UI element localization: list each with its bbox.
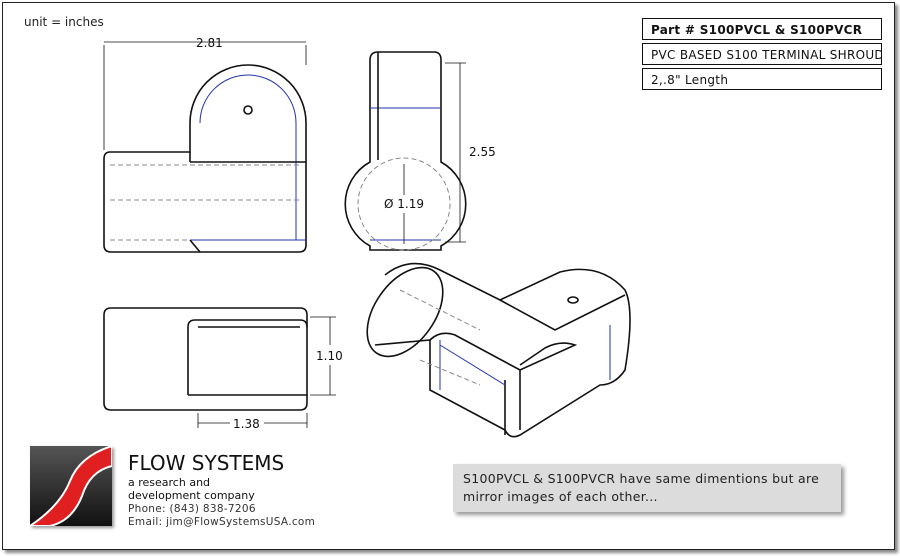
company-email: Email: jim@FlowSystemsUSA.com (128, 516, 316, 528)
mirror-note: S100PVCL & S100PVCR have same dimentions… (453, 464, 841, 512)
dim-height: 2.55 (469, 145, 496, 159)
part-description: PVC BASED S100 TERMINAL SHROUD (642, 43, 882, 65)
dim-depth: 1.10 (316, 349, 343, 363)
isometric-view (366, 262, 631, 438)
side-view (344, 51, 467, 251)
dim-offset: 1.38 (233, 417, 260, 431)
company-tagline-1: a research and (128, 476, 211, 489)
logo-swoosh-icon (30, 446, 112, 526)
part-length: 2,.8" Length (642, 68, 882, 90)
part-number: Part # S100PVCL & S100PVCR (642, 18, 882, 40)
company-tagline-2: development company (128, 489, 255, 502)
company-phone: Phone: (843) 838-7206 (128, 503, 256, 515)
dim-width: 2.81 (196, 36, 223, 50)
flow-systems-logo (30, 446, 112, 526)
front-view (103, 41, 307, 253)
mounting-hole (243, 105, 253, 115)
bottom-view (103, 307, 336, 428)
company-name: FLOW SYSTEMS (128, 451, 285, 475)
drawing-frame (2, 2, 895, 550)
dim-diameter: Ø 1.19 (384, 197, 424, 211)
unit-label: unit = inches (24, 15, 104, 29)
